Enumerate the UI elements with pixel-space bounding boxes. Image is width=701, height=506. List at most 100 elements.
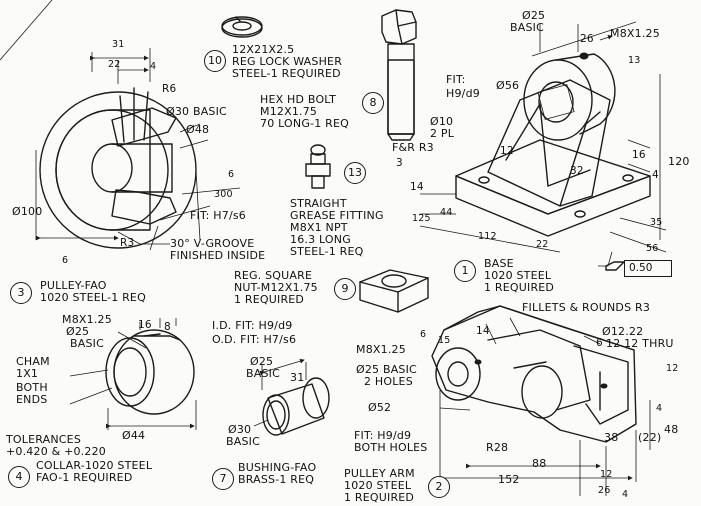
collar-cham: CHAM [16,355,50,368]
bushing-dim-31: 31 [290,371,305,384]
collar-name: COLLAR-1020 STEEL [36,459,153,472]
collar-tol-title: TOLERANCES [6,433,82,446]
grease-fitting-line4: 16.3 LONG [290,233,351,246]
base-dim-56: Ø56 [496,79,520,92]
arm-fit-1: FIT: H9/d9 [354,429,412,442]
pulley-dim-31: 31 [112,39,125,50]
base-dim-basic: BASIC [510,21,544,34]
bushing-dim-od: Ø30 [228,423,252,436]
arm-thru-1: Ø12.22 [602,325,644,338]
arm-dim-12: 12 [666,363,679,374]
arm-dim-88: 88 [532,457,547,470]
hex-bolt-drawing [381,9,417,141]
base-dim-120: 120 [668,155,690,168]
base-dim-bore: Ø25 [522,9,546,22]
arm-dim-22: (22) [638,431,662,444]
arm-dim-6: 6 [420,329,427,340]
pulley-dim-22: 22 [108,59,121,70]
bushing-dim-od-basic: BASIC [226,435,260,448]
base-fit-value: H9/d9 [446,87,480,100]
arm-qty: 1 REQUIRED [344,491,415,504]
bolt-size: M12X1.75 [260,105,318,118]
arm-thru-2: 12.12 THRU [606,337,674,350]
arm-dim-52: Ø52 [368,401,392,414]
washer-balloon: 10 [204,50,226,72]
lock-washer-drawing [221,16,263,38]
base-dim-35: 35 [650,217,663,228]
arm-dim-14: 14 [476,325,490,337]
base-dim-56b: 56 [646,243,659,254]
sheet-corner-line [0,0,53,61]
collar-req: FAO-1 REQUIRED [36,471,133,484]
grease-fitting-line1: STRAIGHT [290,197,347,210]
base-fit-label: FIT: [446,73,466,86]
base-dim-2pl: 2 PL [430,127,455,140]
grease-fitting-line2: GREASE FITTING [290,209,384,222]
base-dim-32: 32 [570,165,584,177]
base-dim-22: 22 [536,239,549,250]
arm-fillets: FILLETS & ROUNDS R3 [522,301,651,314]
grease-fitting-balloon: 13 [344,162,366,184]
grease-fitting-line3: M8X1 NPT [290,221,348,234]
pulley-fit: FIT: H7/s6 [190,209,246,222]
bolt-length: 70 LONG-1 REQ [260,117,349,130]
arm-dim-thread: M8X1.25 [356,343,406,356]
arm-dim-4: 4 [656,403,663,414]
arm-dim-38: 38 [604,431,619,444]
bushing-material: BRASS-1 REQ [238,473,315,486]
arm-balloon: 2 [428,476,450,498]
bushing-od-fit: O.D. FIT: H7/s6 [212,333,297,346]
collar-dim-thread: M8X1.25 [62,313,112,326]
base-dim-125: 125 [412,213,431,224]
collar-dim-8: 8 [164,321,171,333]
bushing-dim-basic: BASIC [246,367,280,380]
arm-dim-12b: 12 [600,469,613,480]
base-flatness-frame: 0.50 [624,260,672,277]
base-name: BASE [484,257,514,270]
collar-dim-bore: Ø25 [66,325,90,338]
collar-dim-44: Ø44 [122,429,146,442]
pulley-dim-6b: 6 [228,169,235,180]
collar-balloon: 4 [8,466,30,488]
pulley-groove-note-2: FINISHED INSIDE [170,249,266,262]
pulley-dim-4: 4 [150,61,157,72]
washer-name: REG LOCK WASHER [232,55,343,68]
pulley-dim-r6: R6 [162,83,177,95]
bushing-drawing [253,358,330,436]
flatness-symbol [605,261,625,271]
base-material: 1020 STEEL [484,269,552,282]
arm-fit-2: BOTH HOLES [354,441,428,454]
collar-dim-basic: BASIC [70,337,104,350]
base-drawing [419,21,667,253]
base-dim-112: 112 [478,231,497,242]
base-dim-3: 3 [396,157,403,169]
washer-size: 12X21X2.5 [232,43,295,56]
arm-material: 1020 STEEL [344,479,412,492]
nut-line1: REG. SQUARE [234,269,313,282]
pulley-name: PULLEY-FAO [40,279,107,292]
pulley-dim-bore: Ø30 BASIC [166,105,227,118]
arm-dim-15: 15 [438,335,451,346]
bushing-balloon: 7 [212,468,234,490]
base-dim-thread: M8X1.25 [610,27,660,40]
arm-dim-r28: R28 [486,441,509,454]
grease-fitting-drawing [305,144,331,189]
collar-tol-value: +0.420 & +0.220 [6,445,106,458]
bushing-name: BUSHING-FAO [238,461,317,474]
pulley-groove-note-1: 30° V-GROOVE [170,237,255,250]
collar-cham-size: 1X1 [16,367,39,380]
arm-name: PULLEY ARM [344,467,415,480]
washer-material: STEEL-1 REQUIRED [232,67,341,80]
arm-dim-152: 152 [498,473,520,486]
square-nut-drawing [359,269,429,313]
nut-line2: NUT-M12X1.75 [234,281,318,294]
collar-ends: ENDS [16,393,48,406]
base-qty: 1 REQUIRED [484,281,555,294]
base-dim-10: Ø10 [430,115,454,128]
base-flatness-value: 0.50 [629,262,653,274]
base-dim-26: 26 [580,33,594,45]
nut-line3: 1 REQUIRED [234,293,305,306]
pulley-dim-100: Ø100 [12,205,43,218]
